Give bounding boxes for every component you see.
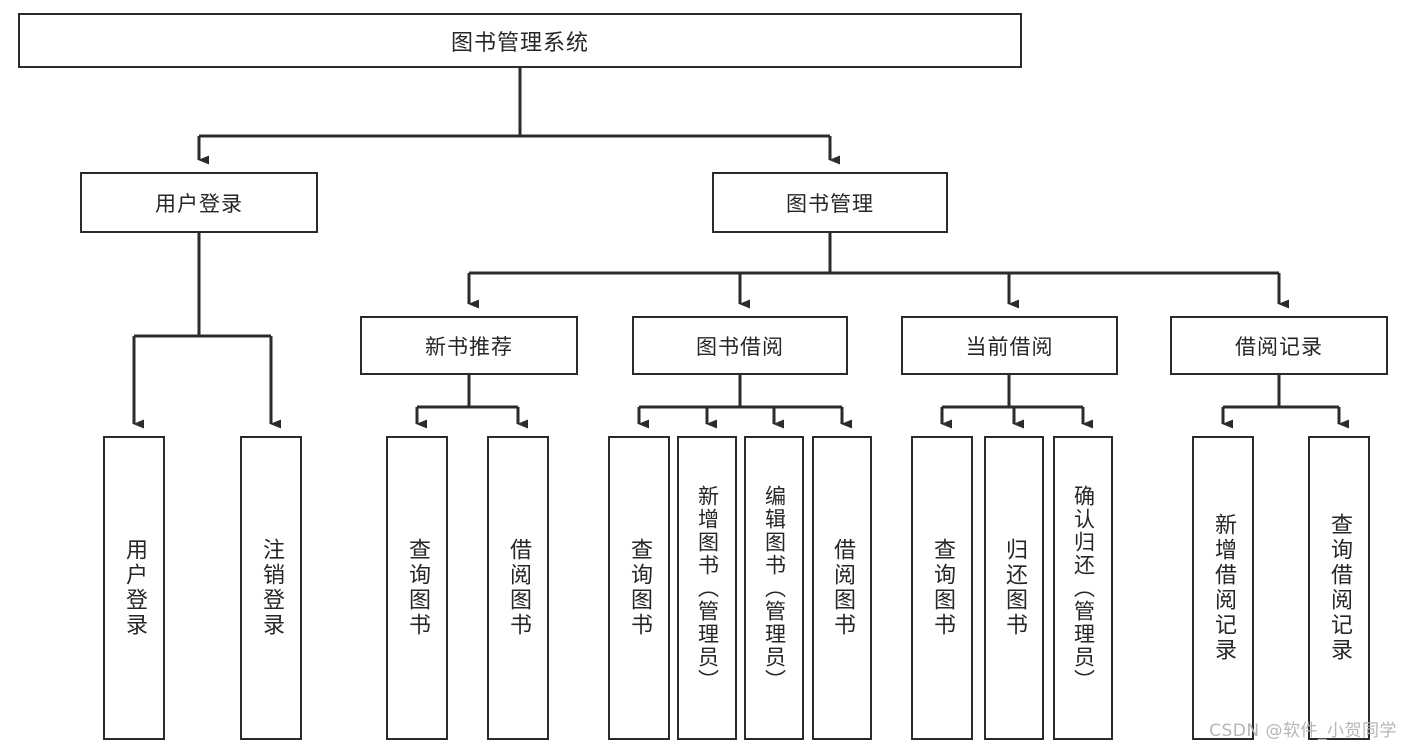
node-leaf-add-borrow-record[interactable]: 新增借阅记录 bbox=[1192, 436, 1254, 740]
node-borrow-record-label: 借阅记录 bbox=[1235, 334, 1323, 359]
node-leaf-user-login[interactable]: 用户登录 bbox=[103, 436, 165, 740]
node-book-borrow[interactable]: 图书借阅 bbox=[632, 316, 848, 375]
node-leaf-borrow-book[interactable]: 借阅图书 bbox=[812, 436, 872, 740]
node-leaf-query-book-current-label: 查询图书 bbox=[930, 538, 955, 638]
node-leaf-return-book[interactable]: 归还图书 bbox=[984, 436, 1044, 740]
node-leaf-query-book-current[interactable]: 查询图书 bbox=[911, 436, 973, 740]
node-leaf-query-book-recommend-label: 查询图书 bbox=[405, 538, 430, 638]
node-leaf-edit-book-admin[interactable]: 编辑图书（管理员） bbox=[744, 436, 804, 740]
node-new-book-recommend[interactable]: 新书推荐 bbox=[360, 316, 578, 375]
node-leaf-query-borrow-record[interactable]: 查询借阅记录 bbox=[1308, 436, 1370, 740]
node-leaf-logout-login-label: 注销登录 bbox=[259, 538, 284, 638]
node-leaf-return-book-label: 归还图书 bbox=[1002, 538, 1027, 638]
node-leaf-query-book-borrow-label: 查询图书 bbox=[627, 538, 652, 638]
node-book-management-label: 图书管理 bbox=[786, 191, 874, 216]
node-new-book-recommend-label: 新书推荐 bbox=[425, 334, 513, 359]
node-leaf-add-book-admin-label: 新增图书（管理员） bbox=[695, 484, 720, 692]
node-current-borrow[interactable]: 当前借阅 bbox=[901, 316, 1118, 375]
watermark-text: CSDN @软件_小贺同学 bbox=[1209, 721, 1397, 741]
node-leaf-add-borrow-record-label: 新增借阅记录 bbox=[1211, 513, 1236, 663]
node-borrow-record[interactable]: 借阅记录 bbox=[1170, 316, 1388, 375]
node-leaf-borrow-book-label: 借阅图书 bbox=[830, 538, 855, 638]
node-root-label: 图书管理系统 bbox=[450, 30, 589, 56]
node-user-login[interactable]: 用户登录 bbox=[80, 172, 318, 233]
node-current-borrow-label: 当前借阅 bbox=[965, 334, 1054, 359]
node-leaf-borrow-book-recommend-label: 借阅图书 bbox=[506, 538, 531, 638]
node-leaf-query-book-borrow[interactable]: 查询图书 bbox=[608, 436, 670, 740]
node-leaf-confirm-return-admin[interactable]: 确认归还（管理员） bbox=[1053, 436, 1113, 740]
node-leaf-query-borrow-record-label: 查询借阅记录 bbox=[1327, 513, 1352, 663]
node-book-borrow-label: 图书借阅 bbox=[696, 334, 784, 359]
node-leaf-confirm-return-admin-label: 确认归还（管理员） bbox=[1071, 484, 1096, 692]
node-user-login-label: 用户登录 bbox=[155, 191, 243, 216]
node-leaf-logout-login[interactable]: 注销登录 bbox=[240, 436, 302, 740]
node-leaf-edit-book-admin-label: 编辑图书（管理员） bbox=[762, 484, 787, 692]
node-leaf-query-book-recommend[interactable]: 查询图书 bbox=[386, 436, 448, 740]
node-leaf-add-book-admin[interactable]: 新增图书（管理员） bbox=[677, 436, 737, 740]
node-book-management[interactable]: 图书管理 bbox=[712, 172, 948, 233]
node-leaf-user-login-label: 用户登录 bbox=[122, 538, 147, 638]
node-leaf-borrow-book-recommend[interactable]: 借阅图书 bbox=[487, 436, 549, 740]
node-root-system[interactable]: 图书管理系统 bbox=[18, 13, 1022, 68]
